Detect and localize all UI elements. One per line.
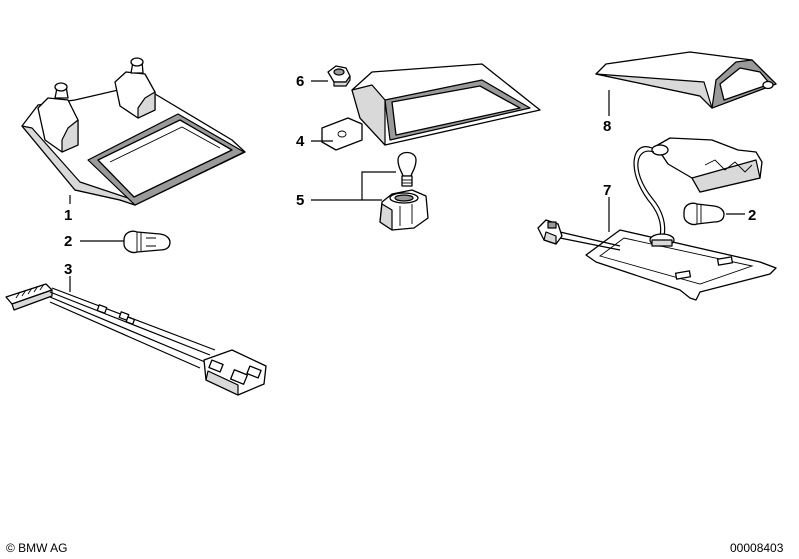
callout-4: 4 xyxy=(296,133,305,150)
copyright-label: © BMW AG xyxy=(6,541,68,555)
lens-cover-part-8[interactable] xyxy=(595,51,777,109)
lamp-housing-part-4[interactable] xyxy=(321,63,541,151)
bulb-part-2-right[interactable] xyxy=(683,202,725,226)
bulb-holder-part-5[interactable] xyxy=(379,151,429,231)
callout-8: 8 xyxy=(603,118,611,135)
bulb-part-2-left[interactable] xyxy=(123,230,171,254)
callout-2-left: 2 xyxy=(64,233,72,250)
callout-6: 6 xyxy=(296,73,304,90)
nut-part-6[interactable] xyxy=(327,65,351,87)
callout-1: 1 xyxy=(64,207,72,224)
diagram-number: 00008403 xyxy=(730,541,784,555)
brake-light-housing-part-1[interactable] xyxy=(21,57,246,206)
callout-7: 7 xyxy=(603,182,611,199)
callout-2-right: 2 xyxy=(748,207,756,224)
callout-3: 3 xyxy=(64,261,72,278)
wiring-harness-part-3[interactable] xyxy=(5,283,267,396)
callout-5: 5 xyxy=(296,192,304,209)
bulb-carrier-part-7[interactable] xyxy=(537,137,777,301)
